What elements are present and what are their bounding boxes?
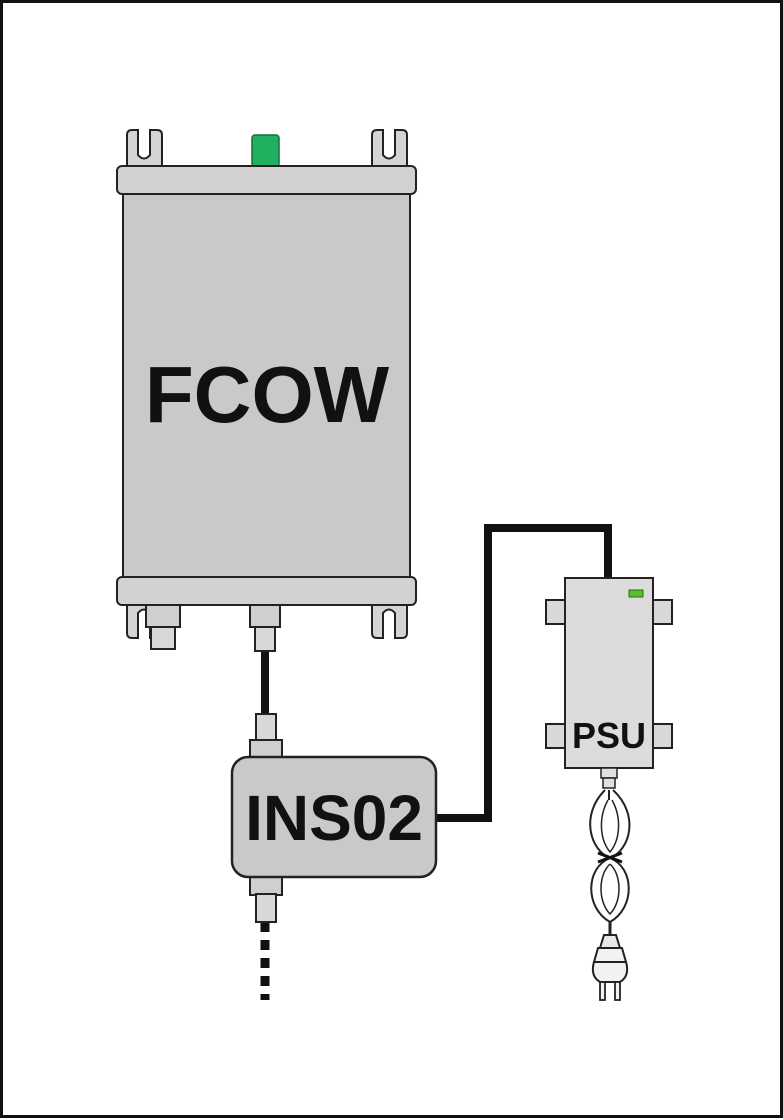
mount-bracket-bottom-right xyxy=(371,599,408,639)
mount-bracket-top-left xyxy=(126,129,163,169)
fcow-connector-left xyxy=(145,604,181,650)
mains-plug-icon xyxy=(591,922,629,1001)
ins02-housing-body xyxy=(230,755,438,879)
fcow-connector-output xyxy=(249,604,281,652)
psu-strain-relief xyxy=(600,767,618,779)
psu-strain-relief-lower xyxy=(602,777,616,789)
psu-label: PSU xyxy=(572,715,646,756)
psu-housing-body xyxy=(564,577,654,769)
power-cable-ins02-psu xyxy=(436,524,612,822)
fcow-housing-body xyxy=(122,179,411,593)
mount-bracket-top-right xyxy=(371,129,408,169)
psu-indicator-icon xyxy=(628,589,644,598)
fcow-top-cap xyxy=(116,165,417,195)
ins02-connector-bottom-pin xyxy=(255,893,277,923)
status-led-icon xyxy=(251,134,280,168)
ins02-label: INS02 xyxy=(245,782,423,854)
ins02-connector-top-pin xyxy=(255,713,277,743)
fcow-label: FCOW xyxy=(145,350,390,439)
ins02-unit: INS02 xyxy=(230,713,438,923)
fcow-bottom-cap xyxy=(116,576,417,606)
fcow-unit: FCOW xyxy=(116,129,417,652)
psu-unit: PSU xyxy=(545,577,673,1001)
